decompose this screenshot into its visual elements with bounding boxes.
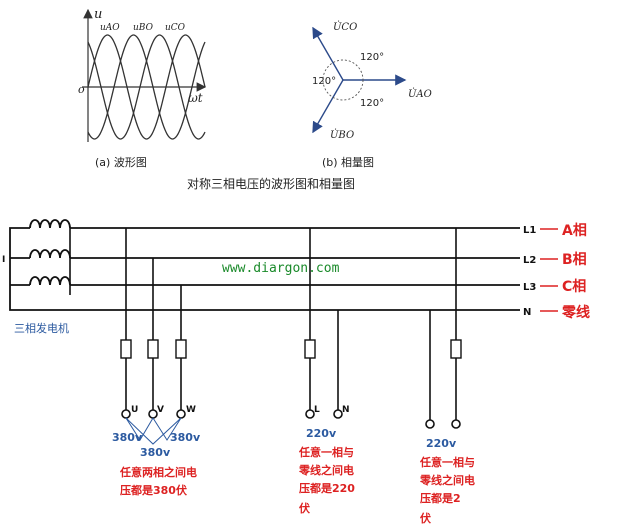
line-n-code: N xyxy=(523,307,531,318)
note3-line2: 零线之间电 xyxy=(419,473,475,487)
drop-l xyxy=(304,228,316,419)
note3-line1: 任意一相与 xyxy=(419,455,475,469)
phasor-diagram: U̇CO U̇AO U̇BO 120° 120° 120° (b) 相量图 xyxy=(312,21,432,169)
fuse-icon xyxy=(120,339,132,359)
left-mark: I xyxy=(2,255,5,265)
waveform-caption: (a) 波形图 xyxy=(95,156,147,169)
generator-label: 三相发电机 xyxy=(14,321,69,335)
terminal-icon xyxy=(451,419,461,429)
note1-line1: 任意两相之间电 xyxy=(119,465,197,479)
angle-arc xyxy=(322,59,364,101)
line-l3-code: L3 xyxy=(523,282,536,293)
fuse-icon xyxy=(175,339,187,359)
wt-axis-label: ωt xyxy=(188,91,203,105)
fuse-icon xyxy=(147,339,159,359)
terminal-v-label: V xyxy=(157,405,164,415)
angle-label-left: 120° xyxy=(312,76,336,87)
coil-b-icon xyxy=(29,249,71,259)
neutral-line xyxy=(9,227,520,311)
note2-line3: 压都是220 xyxy=(299,481,355,495)
line-l2-code: L2 xyxy=(523,255,536,266)
uao-phasor-label: U̇AO xyxy=(408,88,432,100)
terminal-icon xyxy=(305,409,315,419)
note2-line1: 任意一相与 xyxy=(298,445,354,459)
uao-label: uAO xyxy=(100,23,120,33)
note3-line3: 压都是2 xyxy=(420,491,461,505)
voltage-220-right: 220v xyxy=(426,437,457,450)
fuse-icon xyxy=(304,339,316,359)
voltage-220-mid: 220v xyxy=(306,427,337,440)
phasor-caption: (b) 相量图 xyxy=(322,156,374,169)
terminal-icon xyxy=(333,409,343,419)
coil-c-icon xyxy=(29,276,71,286)
uco-phasor-label: U̇CO xyxy=(333,21,357,33)
angle-label-bottom: 120° xyxy=(360,98,384,109)
terminal-icon xyxy=(176,409,186,419)
waveform-diagram: u ωt o uAO uBO uCO (a) 波形图 xyxy=(78,7,207,169)
angle-label-top: 120° xyxy=(360,52,384,63)
note3-line4: 伏 xyxy=(420,511,431,525)
phasor-uco xyxy=(312,26,344,81)
line-n-name: 零线 xyxy=(561,304,590,321)
drop-right-n xyxy=(425,310,435,429)
ubo-label: uBO xyxy=(133,23,154,33)
watermark: www.diargon.com xyxy=(222,261,340,276)
drop-v xyxy=(147,258,159,419)
coil-a-icon xyxy=(29,219,71,229)
terminal-l-label: L xyxy=(314,405,320,415)
voltage-380-bottom: 380v xyxy=(140,446,171,459)
note1-line2: 压都是380伏 xyxy=(120,483,187,497)
note2-line2: 零线之间电 xyxy=(298,463,354,477)
terminal-u-label: U xyxy=(131,405,138,415)
voltage-380-left: 380v xyxy=(112,431,143,444)
drop-u xyxy=(120,228,132,419)
circuit-diagram: I 三相发电机 www.diargon.com xyxy=(2,219,590,525)
u-axis-label: u xyxy=(94,7,102,22)
terminal-icon xyxy=(148,409,158,419)
line-l1-code: L1 xyxy=(523,225,536,236)
note2-line4: 伏 xyxy=(299,501,310,515)
wave-uco xyxy=(87,34,206,140)
terminal-n-label: N xyxy=(342,405,350,415)
line-l3-name: C相 xyxy=(562,278,586,295)
drop-w xyxy=(175,285,187,419)
line-l2-name: B相 xyxy=(562,251,587,268)
terminal-icon xyxy=(425,419,435,429)
terminal-icon xyxy=(121,409,131,419)
phasor-ubo xyxy=(312,79,344,134)
fuse-icon xyxy=(450,339,462,359)
figure-title: 对称三相电压的波形图和相量图 xyxy=(187,176,355,191)
line-l1-name: A相 xyxy=(562,222,587,239)
voltage-380-right: 380v xyxy=(170,431,201,444)
wave-uao xyxy=(87,34,206,140)
uco-label: uCO xyxy=(165,23,186,33)
terminal-w-label: W xyxy=(186,405,196,415)
ubo-phasor-label: U̇BO xyxy=(330,129,354,141)
origin-label: o xyxy=(78,83,85,96)
drop-n xyxy=(333,310,343,419)
drop-right-l xyxy=(450,228,462,429)
